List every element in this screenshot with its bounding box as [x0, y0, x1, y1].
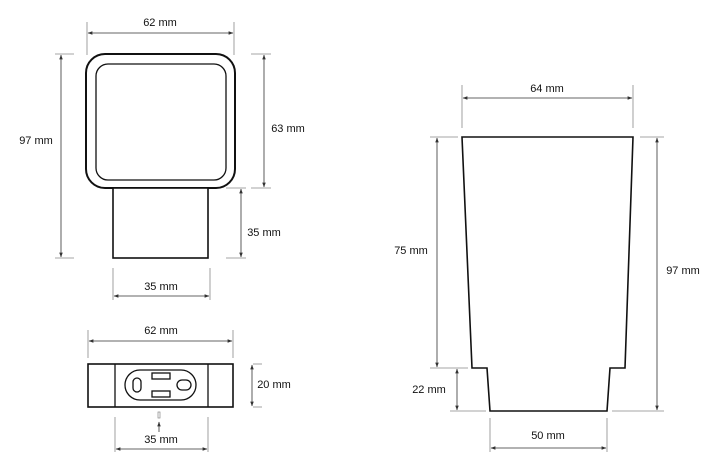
- head-height-label: 63 mm: [271, 123, 305, 135]
- stem-height-label: 35 mm: [247, 227, 281, 239]
- holder-head-inner: [95, 63, 227, 181]
- cup-base-width-label: 50 mm: [531, 430, 565, 442]
- screw-hole-icon: [176, 379, 192, 391]
- stem-width-label: 35 mm: [144, 281, 178, 293]
- mount-width-label: 35 mm: [144, 434, 178, 446]
- cup-total-height-label: 97 mm: [666, 265, 700, 277]
- front-view: 62 mm 97 mm 63 mm 35 mm 35 mm: [19, 17, 305, 300]
- cup-base-height-label: 22 mm: [412, 384, 446, 396]
- cup-upper-height-label: 75 mm: [394, 245, 428, 257]
- mount-slot: [124, 369, 197, 401]
- cup-outline: [461, 136, 634, 412]
- cup-view: 64 mm 75 mm 22 mm 97 mm 50 mm: [394, 83, 700, 452]
- holder-stem: [112, 187, 209, 259]
- cup-top-width-label: 64 mm: [530, 83, 564, 95]
- front-width-label: 62 mm: [143, 17, 177, 29]
- front-total-height-label: 97 mm: [19, 135, 53, 147]
- holder-head: [85, 53, 236, 189]
- bottom-width-label: 62 mm: [144, 325, 178, 337]
- bottom-view: 62 mm 20 mm 35 mm: [87, 325, 291, 452]
- screw-hole-icon: [132, 377, 142, 393]
- depth-label: 20 mm: [257, 379, 291, 391]
